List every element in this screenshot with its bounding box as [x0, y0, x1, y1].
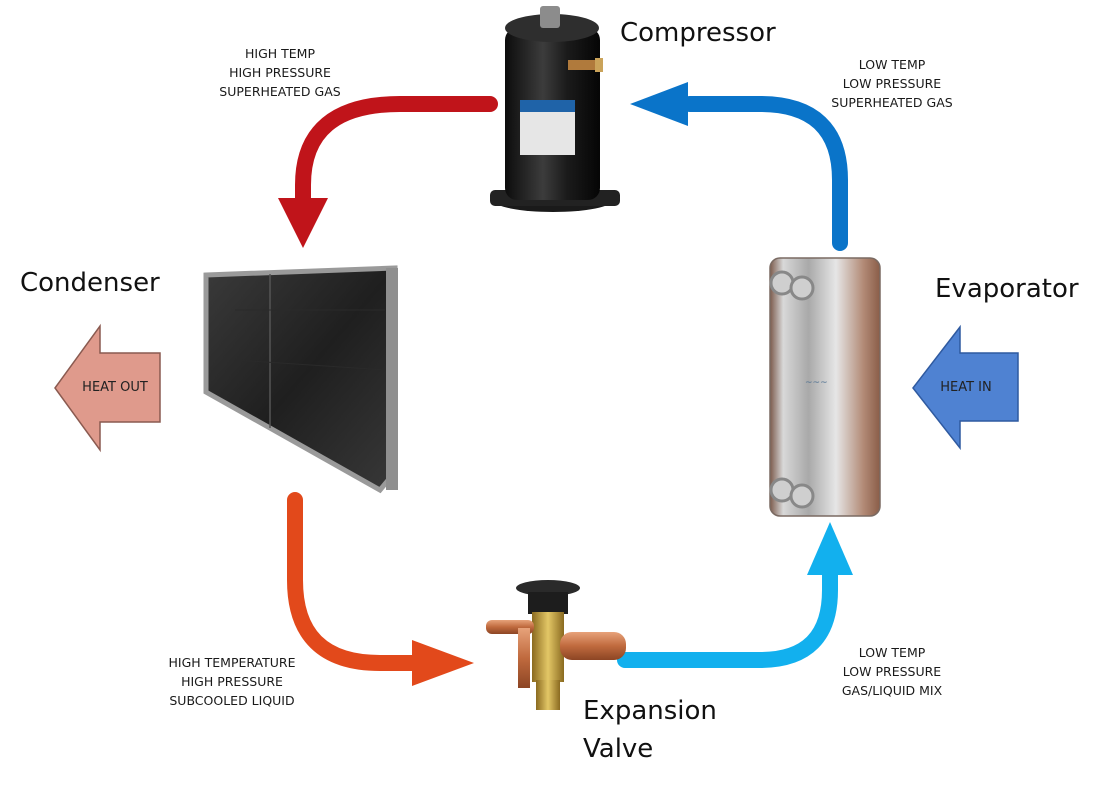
compressor-icon — [490, 6, 620, 212]
expansion-valve-label: Expansion Valve — [583, 692, 717, 768]
state-line: SUBCOOLED LIQUID — [169, 693, 295, 708]
condenser-label: Condenser — [20, 268, 160, 298]
flow-evaporator-to-compressor — [630, 82, 848, 251]
state-line: LOW PRESSURE — [842, 664, 942, 679]
evaporator-label: Evaporator — [935, 274, 1079, 304]
evaporator-outlet-state: LOW TEMP LOW PRESSURE SUPERHEATED GAS — [772, 55, 1012, 112]
state-line: HIGH PRESSURE — [181, 674, 283, 689]
flow-compressor-to-condenser — [278, 96, 498, 248]
flow-valve-to-evaporator — [617, 522, 853, 668]
condenser-icon — [203, 265, 398, 494]
heat-out-arrow — [54, 323, 161, 453]
state-line: HIGH TEMP — [244, 46, 315, 61]
heat-in-arrow — [912, 324, 1019, 451]
state-line: HIGH PRESSURE — [229, 65, 331, 80]
heat-out-label: HEAT OUT — [82, 380, 148, 395]
compressor-outlet-state: HIGH TEMP HIGH PRESSURE SUPERHEATED GAS — [160, 44, 400, 101]
flow-condenser-to-valve — [287, 492, 474, 686]
svg-text:~~~: ~~~ — [805, 378, 828, 388]
state-line: SUPERHEATED GAS — [831, 95, 953, 110]
valve-outlet-state: LOW TEMP LOW PRESSURE GAS/LIQUID MIX — [772, 643, 1012, 700]
heat-in-label: HEAT IN — [940, 380, 992, 395]
expansion-valve-icon — [486, 580, 626, 710]
state-line: LOW PRESSURE — [842, 76, 942, 91]
state-line: GAS/LIQUID MIX — [841, 683, 943, 698]
condenser-outlet-state: HIGH TEMPERATURE HIGH PRESSURE SUBCOOLED… — [112, 653, 352, 710]
state-line: LOW TEMP — [858, 645, 926, 660]
expansion-valve-label-line1: Expansion — [583, 696, 717, 726]
state-line: LOW TEMP — [858, 57, 926, 72]
expansion-valve-label-line2: Valve — [583, 734, 654, 764]
state-line: HIGH TEMPERATURE — [168, 655, 296, 670]
state-line: SUPERHEATED GAS — [219, 84, 341, 99]
evaporator-icon: ~~~ — [769, 257, 881, 517]
compressor-label: Compressor — [620, 18, 776, 48]
